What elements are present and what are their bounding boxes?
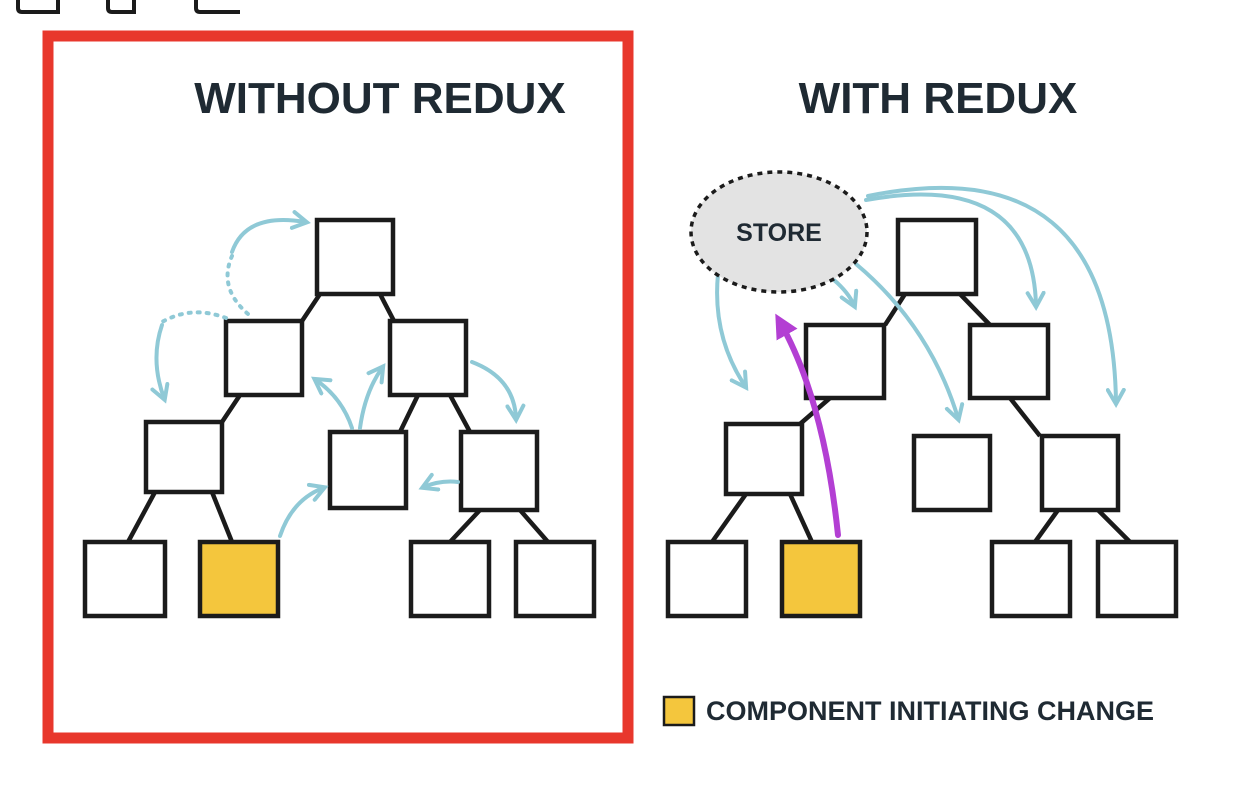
component-node	[387, 318, 469, 398]
component-node	[967, 322, 1051, 401]
state-flow-arrow	[864, 192, 1046, 312]
state-flow-arrow	[150, 323, 170, 404]
tree-edges	[126, 292, 550, 544]
component-node	[803, 322, 887, 401]
tree-nodes	[665, 217, 1179, 619]
legend-label: COMPONENT INITIATING CHANGE	[706, 696, 1154, 726]
store-subscription-arrows	[715, 185, 1126, 424]
legend-swatch	[662, 695, 696, 727]
store-ellipse	[689, 170, 869, 294]
state-flow-arrow	[832, 278, 859, 311]
panel-title-without-redux: WITHOUT REDUX	[194, 74, 566, 123]
component-node	[665, 539, 749, 619]
component-node	[895, 217, 979, 297]
store-label: STORE	[736, 219, 822, 247]
tree-nodes	[82, 217, 597, 619]
component-node	[143, 419, 225, 495]
initiating-component-node	[197, 539, 281, 619]
state-flow-arrow	[225, 254, 250, 316]
component-node	[408, 539, 492, 619]
initiating-component-node	[779, 539, 863, 619]
state-flow-arrow	[854, 262, 965, 424]
state-flow-arrow	[866, 185, 1126, 409]
store: STORE	[689, 170, 869, 294]
state-flow-arrow	[160, 310, 228, 324]
legend: COMPONENT INITIATING CHANGE	[662, 695, 1154, 727]
state-flow-arrow	[418, 472, 460, 492]
component-node	[723, 421, 805, 497]
state-flow-arrow	[715, 272, 749, 392]
state-propagation-arrows	[150, 210, 526, 538]
component-node	[989, 539, 1073, 619]
component-node	[223, 318, 305, 398]
component-node	[1095, 539, 1179, 619]
component-node	[82, 539, 168, 619]
without-redux-panel: WITHOUT REDUX	[42, 30, 634, 744]
dispatch-arrow	[775, 313, 841, 538]
cropped-toolbar-fragments	[16, 0, 240, 14]
component-node	[327, 429, 409, 511]
component-node	[911, 433, 993, 513]
state-flow-arrow	[311, 376, 354, 430]
highlight-frame	[42, 30, 634, 744]
component-node	[458, 429, 540, 513]
state-flow-arrow	[278, 482, 329, 538]
state-flow-arrow	[358, 363, 386, 430]
state-flow-arrow	[230, 210, 311, 254]
with-redux-panel: WITH REDUX	[665, 74, 1179, 619]
component-node	[513, 539, 597, 619]
component-node	[1039, 433, 1121, 513]
tree-edges	[710, 292, 1132, 544]
component-node	[314, 217, 396, 297]
state-flow-arrow	[470, 360, 526, 425]
panel-title-with-redux: WITH REDUX	[799, 74, 1078, 123]
